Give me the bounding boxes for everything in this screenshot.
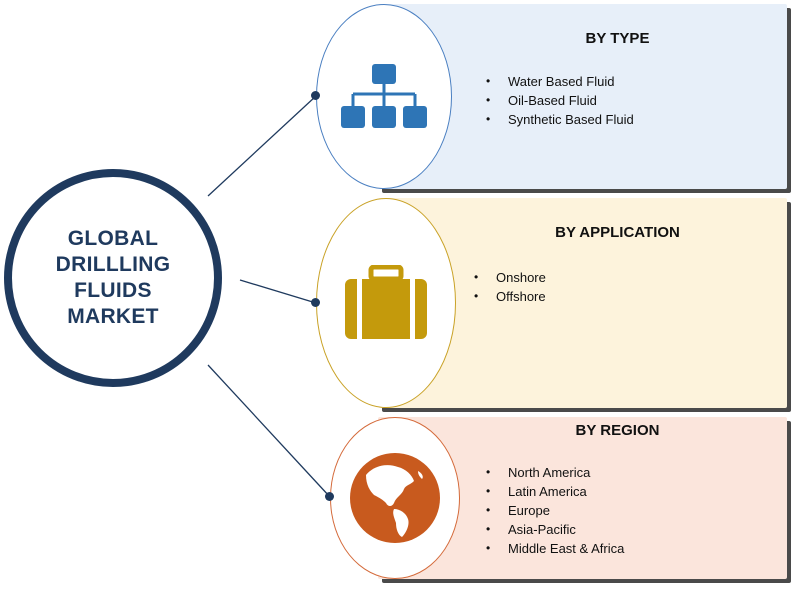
segment-list-application: Onshore Offshore xyxy=(474,268,546,306)
segment-icon-circle-region xyxy=(330,417,460,579)
list-item: Onshore xyxy=(474,268,546,287)
connector-dot-type xyxy=(311,91,320,100)
connector-dot-application xyxy=(311,298,320,307)
connector-dot-region xyxy=(325,492,334,501)
hub-title: GLOBAL DRILLLING FLUIDS MARKET xyxy=(55,227,171,328)
hierarchy-icon xyxy=(341,63,427,128)
connector-region xyxy=(207,364,331,498)
segment-list-type: Water Based Fluid Oil-Based Fluid Synthe… xyxy=(486,72,634,129)
segment-title-type: BY TYPE xyxy=(585,30,650,47)
list-item: Europe xyxy=(486,501,624,520)
briefcase-icon xyxy=(345,265,427,339)
list-item: Middle East & Africa xyxy=(486,539,624,558)
segment-list-region: North America Latin America Europe Asia-… xyxy=(486,463,624,558)
segment-panel-type: BY TYPE Water Based Fluid Oil-Based Flui… xyxy=(378,4,787,189)
list-item: Synthetic Based Fluid xyxy=(486,110,634,129)
connector-type xyxy=(207,95,317,197)
segment-title-application: BY APPLICATION xyxy=(555,224,680,241)
list-item: North America xyxy=(486,463,624,482)
segment-icon-circle-application xyxy=(316,198,456,408)
list-item: Asia-Pacific xyxy=(486,520,624,539)
list-item: Oil-Based Fluid xyxy=(486,91,634,110)
segment-panel-application: BY APPLICATION Onshore Offshore xyxy=(378,198,787,408)
list-item: Offshore xyxy=(474,287,546,306)
segment-icon-circle-type xyxy=(316,4,452,189)
segment-title-region: BY REGION xyxy=(575,422,660,439)
list-item: Latin America xyxy=(486,482,624,501)
globe-icon xyxy=(350,453,440,543)
list-item: Water Based Fluid xyxy=(486,72,634,91)
market-hub-circle: GLOBAL DRILLLING FLUIDS MARKET xyxy=(4,169,222,387)
connector-application xyxy=(239,279,317,304)
